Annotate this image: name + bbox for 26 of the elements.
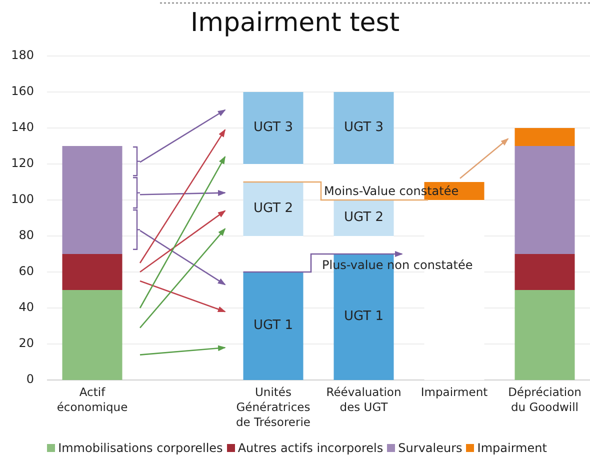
bar-label: UGT 3 bbox=[252, 120, 294, 135]
bar-label: UGT 2 bbox=[343, 210, 384, 225]
category-label: Réévaluation des UGT bbox=[325, 385, 402, 415]
axis-tick-label: 20 bbox=[18, 336, 34, 350]
axis-tick-label: 40 bbox=[18, 300, 34, 314]
legend-label: Autres actifs incorporels bbox=[238, 441, 384, 455]
axis-tick-label: 80 bbox=[18, 228, 34, 242]
category-label: Unités Génératrices de Trésorerie bbox=[235, 385, 312, 430]
chart-title: Impairment test bbox=[189, 8, 401, 38]
axis-tick-label: 160 bbox=[10, 84, 34, 98]
bar-label: UGT 2 bbox=[252, 201, 294, 216]
legend-label: Immobilisations corporelles bbox=[58, 441, 223, 455]
bar-label: UGT 1 bbox=[343, 309, 384, 324]
bar-label: UGT 1 bbox=[252, 318, 294, 333]
bar-label: UGT 3 bbox=[343, 120, 384, 135]
category-label: Actif économique bbox=[56, 385, 129, 415]
axis-tick-label: 60 bbox=[18, 264, 34, 278]
axis-tick-label: 140 bbox=[10, 120, 34, 134]
axis-tick-label: 0 bbox=[25, 372, 34, 386]
axis-tick-label: 120 bbox=[10, 156, 34, 170]
axis-tick-label: 180 bbox=[10, 48, 34, 62]
legend-label: Impairment bbox=[477, 441, 547, 455]
legend-label: Survaleurs bbox=[398, 441, 462, 455]
category-label: Impairment bbox=[420, 385, 489, 400]
category-label: Dépréciation du Goodwill bbox=[507, 385, 582, 415]
axis-tick-label: 100 bbox=[10, 192, 34, 206]
